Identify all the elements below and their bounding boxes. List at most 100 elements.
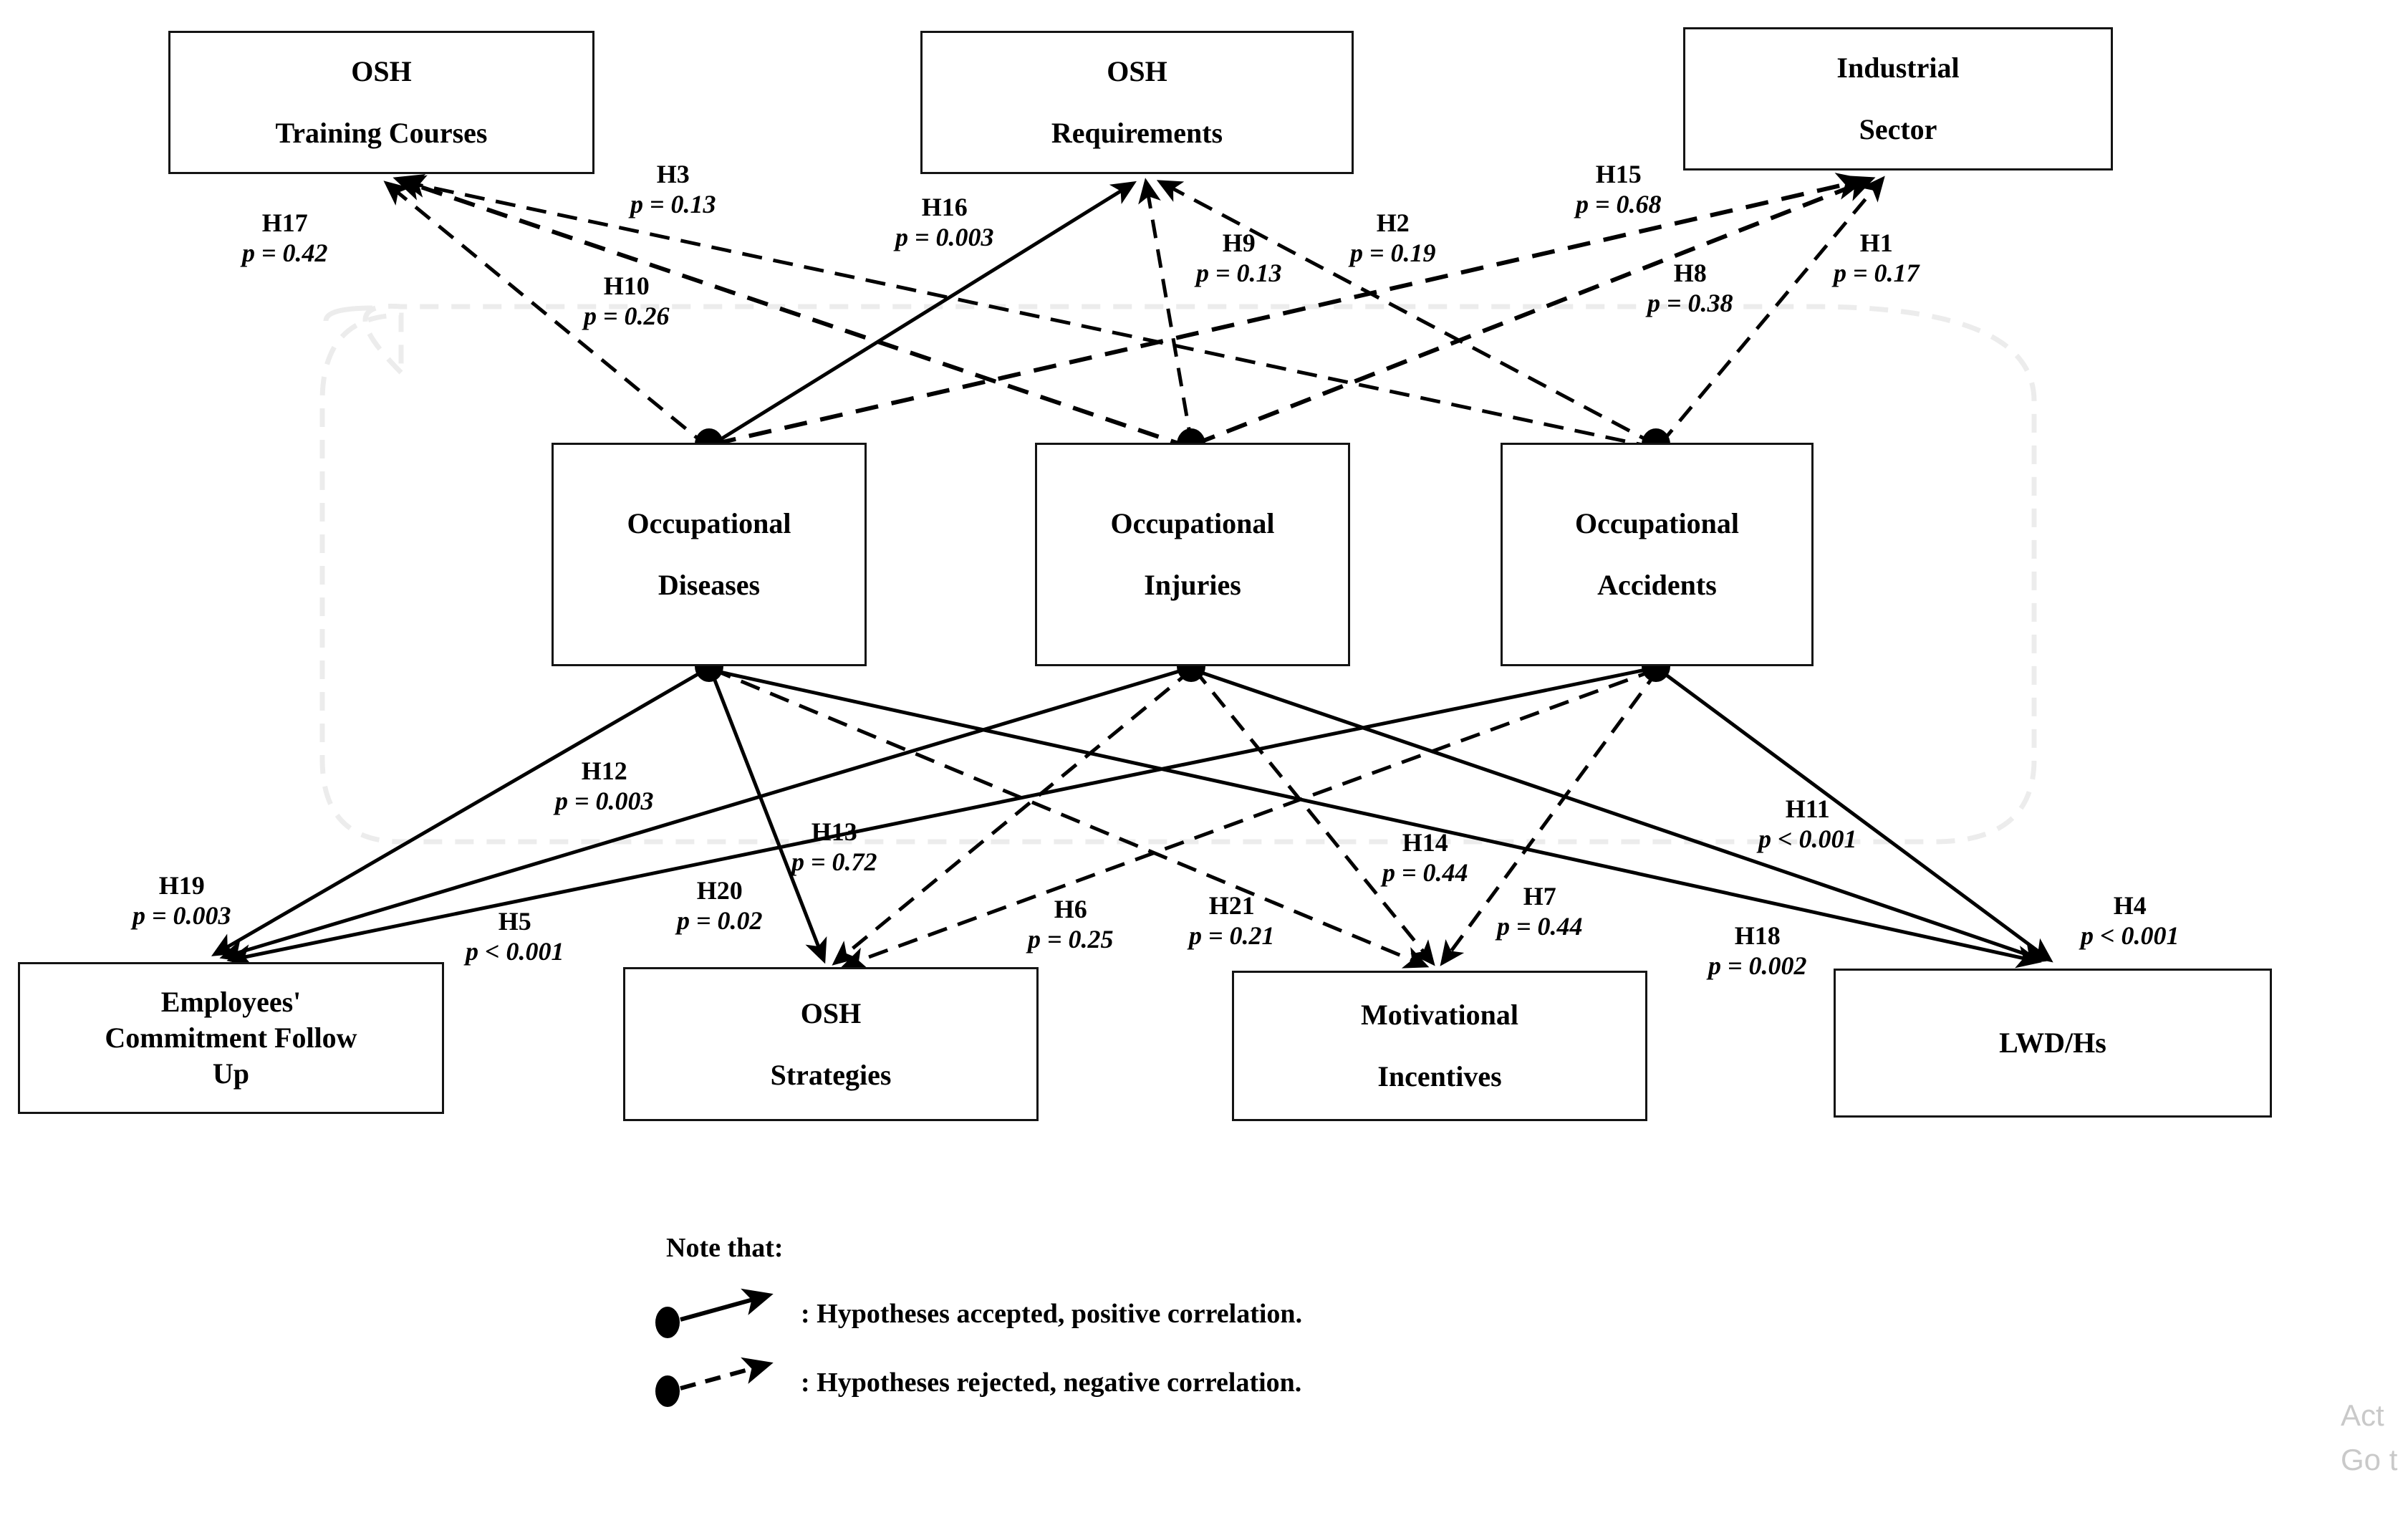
hypothesis-label-H5: H5 p < 0.001 <box>466 906 564 967</box>
legend-row-rejected: : Hypotheses rejected, negative correlat… <box>788 1367 1301 1398</box>
hypothesis-pvalue: p = 0.19 <box>1350 239 1436 268</box>
node-line: Diseases <box>658 569 761 601</box>
windows-activation-watermark-line1: Act <box>2341 1398 2384 1432</box>
edge-H8 <box>1193 175 1876 446</box>
edge-H7 <box>1440 668 1661 966</box>
hypothesis-label-H3: H3 p = 0.13 <box>630 159 716 220</box>
hypothesis-id: H9 <box>1222 229 1256 257</box>
hypothesis-label-H10: H10 p = 0.26 <box>584 271 670 332</box>
hypothesis-id: H1 <box>1859 229 1893 257</box>
node-line: LWD/Hs <box>1999 1027 2106 1059</box>
hypothesis-label-H2: H2 p = 0.19 <box>1350 208 1436 269</box>
node-line: Injuries <box>1144 569 1241 601</box>
node-line: Industrial <box>1836 52 1960 84</box>
hypothesis-pvalue: p = 0.68 <box>1576 190 1662 219</box>
hypothesis-pvalue: p = 0.13 <box>630 190 716 219</box>
hypothesis-label-H1: H1 p = 0.17 <box>1834 228 1920 289</box>
hypothesis-pvalue: p = 0.44 <box>1497 912 1583 941</box>
hypothesis-id: H3 <box>656 160 690 188</box>
hypothesis-id: H7 <box>1523 882 1556 911</box>
hypothesis-pvalue: p = 0.26 <box>584 302 670 331</box>
hypothesis-pvalue: p = 0.003 <box>133 901 231 931</box>
edge-H6 <box>841 667 1658 970</box>
hypothesis-pvalue: p = 0.003 <box>555 787 654 816</box>
hypothesis-pvalue: p = 0.72 <box>791 847 877 877</box>
edge-H19 <box>211 666 711 956</box>
arrows-middle-to-top <box>383 173 1885 450</box>
hypothesis-pvalue: p < 0.001 <box>1758 825 1857 854</box>
hypothesis-label-H21: H21 p = 0.21 <box>1189 890 1275 951</box>
hypothesis-label-H4: H4 p < 0.001 <box>2081 890 2180 951</box>
node-line: Up <box>212 1057 250 1090</box>
edge-H13 <box>832 668 1194 966</box>
hypothesis-pvalue: p = 0.002 <box>1708 951 1807 981</box>
node-occupational-diseases[interactable]: Occupational Diseases <box>552 443 867 666</box>
hypothesis-label-H11: H11 p < 0.001 <box>1758 794 1857 855</box>
hypothesis-label-H19: H19 p = 0.003 <box>133 870 231 931</box>
edge-H21 <box>711 667 1430 969</box>
hypothesis-label-H20: H20 p = 0.02 <box>677 875 763 936</box>
hypothesis-pvalue: p < 0.001 <box>2081 921 2180 951</box>
edge-H17 <box>383 181 711 449</box>
legend-label-accepted: : Hypotheses accepted, positive correlat… <box>801 1299 1303 1329</box>
hypothesis-id: H21 <box>1208 891 1255 920</box>
node-line: Requirements <box>1051 117 1223 149</box>
hypothesis-label-H12: H12 p = 0.003 <box>555 756 654 817</box>
hypothesis-id: H14 <box>1402 828 1448 857</box>
node-line: OSH <box>351 55 412 87</box>
hypothesis-pvalue: p = 0.003 <box>895 223 994 252</box>
edge-H3 <box>392 173 1192 450</box>
node-occupational-injuries[interactable]: Occupational Injuries <box>1035 443 1350 666</box>
hypothesis-pvalue: p = 0.13 <box>1196 259 1282 288</box>
node-motivational-incentives[interactable]: Motivational Incentives <box>1232 971 1647 1121</box>
node-line: Commitment Follow <box>105 1022 357 1054</box>
node-lwd-hs[interactable]: LWD/Hs <box>1834 969 2272 1118</box>
legend-title: Note that: <box>666 1233 784 1263</box>
arrows-middle-to-bottom <box>211 666 2053 970</box>
hypothesis-id: H18 <box>1734 921 1781 950</box>
edge-H11 <box>1195 668 2047 964</box>
hypothesis-label-H6: H6 p = 0.25 <box>1028 894 1114 955</box>
legend-label-rejected: : Hypotheses rejected, negative correlat… <box>801 1368 1302 1398</box>
node-line: Occupational <box>627 507 791 539</box>
hypothesis-pvalue: p = 0.38 <box>1647 289 1733 318</box>
hypothesis-pvalue: p = 0.25 <box>1028 925 1114 954</box>
node-line: Occupational <box>1575 507 1739 539</box>
legend-dot-accepted <box>655 1307 680 1338</box>
hypothesis-pvalue: p = 0.17 <box>1834 259 1920 288</box>
node-line: Training Courses <box>275 117 488 149</box>
node-occupational-accidents[interactable]: Occupational Accidents <box>1501 443 1814 666</box>
edge-H14 <box>1193 668 1435 966</box>
hypothesis-id: H13 <box>811 817 857 846</box>
hypothesis-pvalue: p = 0.44 <box>1382 858 1468 888</box>
hypothesis-label-H15: H15 p = 0.68 <box>1576 159 1662 220</box>
hypothesis-pvalue: p = 0.21 <box>1189 921 1275 951</box>
hypothesis-id: H5 <box>498 907 531 936</box>
node-osh-requirements[interactable]: OSH Requirements <box>920 31 1354 174</box>
hypothesis-id: H8 <box>1673 259 1707 287</box>
legend-arrow-accepted <box>680 1288 774 1322</box>
node-line: Accidents <box>1597 569 1717 601</box>
node-employees-commitment-follow-up[interactable]: Employees' Commitment Follow Up <box>18 962 444 1114</box>
hypothesis-pvalue: p = 0.02 <box>677 906 763 936</box>
legend-row-accepted: : Hypotheses accepted, positive correlat… <box>788 1298 1302 1330</box>
hypothesis-label-H16: H16 p = 0.003 <box>895 192 994 253</box>
legend-arrow-rejected <box>680 1357 774 1390</box>
edge-H12 <box>219 666 1192 963</box>
hypothesis-id: H15 <box>1595 160 1642 188</box>
hypothesis-id: H4 <box>2113 891 2147 920</box>
node-osh-training-courses[interactable]: OSH Training Courses <box>168 31 594 174</box>
hypothesis-id: H6 <box>1054 895 1087 923</box>
node-industrial-sector[interactable]: Industrial Sector <box>1683 27 2113 170</box>
hypothesis-label-H18: H18 p = 0.002 <box>1708 921 1807 981</box>
hypothesis-pvalue: p < 0.001 <box>466 937 564 966</box>
node-line: Occupational <box>1110 507 1275 539</box>
edge-H1 <box>1659 176 1885 446</box>
edge-H5 <box>226 666 1657 967</box>
node-osh-strategies[interactable]: OSH Strategies <box>623 967 1039 1121</box>
construct-group-outline <box>319 303 2037 845</box>
legend-samples <box>655 1288 774 1407</box>
edge-H4 <box>1659 668 2053 963</box>
hypothesis-pvalue: p = 0.42 <box>242 239 328 268</box>
edge-H15 <box>713 173 1867 446</box>
